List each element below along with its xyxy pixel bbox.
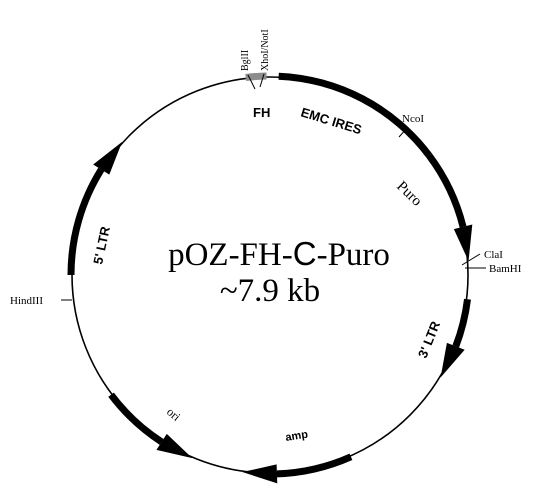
ncoi-tick [398,126,409,138]
fh-feature [245,72,267,81]
ltr-5-label: 5' LTR [90,225,113,266]
ltr-3-feature-arrowhead [440,342,465,378]
xhoi-noti-label: XhoI/NotI [260,29,271,71]
clai-tick [461,253,481,266]
emc-ires-label: EMC IRES [299,105,364,138]
puro-feature-arrowhead [453,224,473,262]
bglii-label: BglII [240,50,251,71]
xhoi-noti-tick [259,73,265,88]
ltr-5-feature-arrowhead [93,141,123,175]
puro-feature [426,153,467,228]
bamhi-label: BamHI [489,263,522,275]
feature-layer [67,72,473,484]
amp-feature-arrowhead [242,464,278,484]
ltr-3-label: 3' LTR [415,318,443,360]
ltr-3-feature [452,298,471,348]
restriction-ticks [61,73,486,301]
fh-label: FH [253,105,270,120]
plasmid-name-c: C [293,235,317,272]
ori-label: ori [164,405,184,425]
hindiii-label: HindIII [10,295,43,307]
bglii-tick [247,74,256,90]
ltr-5-feature [67,167,105,275]
plasmid-name: pOZ-FH-C-Puro [168,235,390,273]
plasmid-size: ~7.9 kb [220,273,320,309]
puro-label: Puro [393,178,425,209]
clai-label: ClaI [484,249,503,261]
ori-feature [108,392,164,445]
ncoi-label: NcoI [402,113,424,125]
amp-label: amp [285,429,309,444]
amp-feature [276,453,353,478]
ori-feature-arrowhead [156,433,193,459]
